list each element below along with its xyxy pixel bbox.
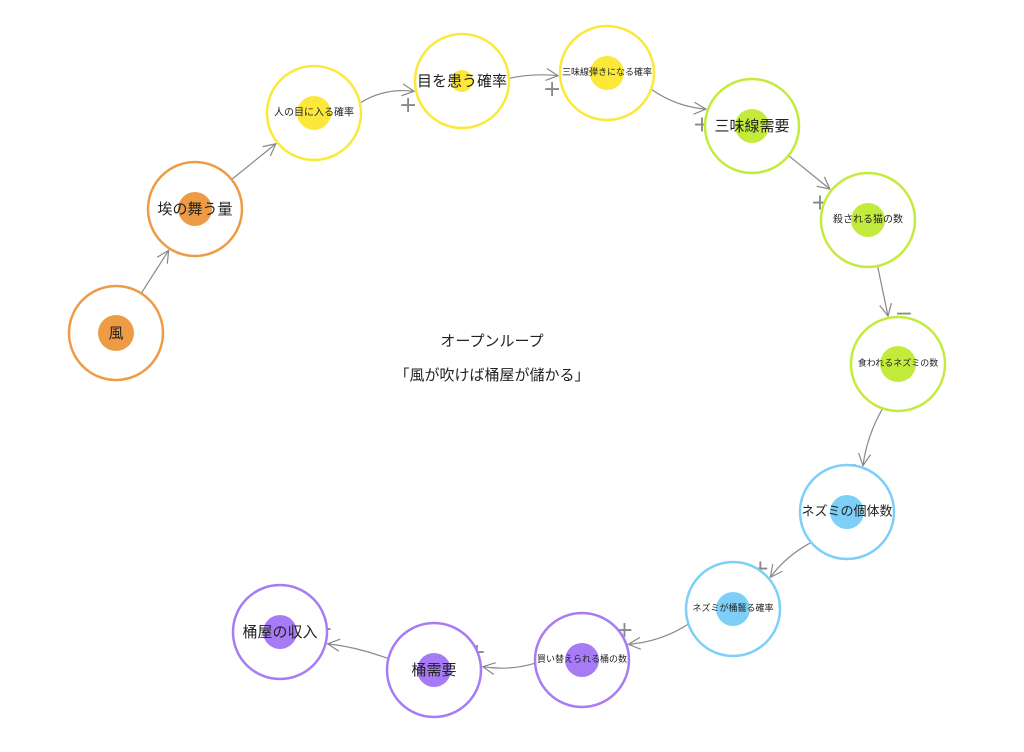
- node-core-dot: [178, 192, 212, 226]
- node-core-dot: [297, 96, 331, 130]
- node-cooper-income[interactable]: 桶屋の収入: [231, 583, 329, 681]
- node-label: ネズミが桶齧る確率: [692, 602, 773, 614]
- link-dust-to-eye-enter: [231, 144, 276, 180]
- node-core-dot: [98, 315, 134, 351]
- node-eye-enter[interactable]: 人の目に入る確率: [265, 64, 363, 162]
- node-rats-eaten[interactable]: 食われるネズミの数: [849, 315, 947, 413]
- node-dust[interactable]: 埃の舞う量: [146, 160, 244, 258]
- node-rat-population[interactable]: ネズミの個体数: [798, 463, 896, 561]
- node-core-dot: [716, 592, 750, 626]
- link-eye-enter-to-eye-disease: [359, 91, 414, 104]
- node-label: 人の目に入る確率: [274, 106, 354, 119]
- node-core-dot: [565, 643, 599, 677]
- link-tub-demand-to-cooper-income: [328, 644, 389, 660]
- node-core-dot: [451, 70, 473, 92]
- diagram-title: オープンループ: [440, 332, 544, 350]
- node-core-dot: [830, 495, 864, 529]
- link-wind-to-dust: [140, 250, 168, 294]
- diagram-subtitle: 「風が吹けば桶屋が儲かる」: [394, 366, 590, 384]
- node-tubs-replaced[interactable]: 買い替えられる桶の数: [533, 611, 631, 709]
- node-label: 風: [108, 324, 123, 342]
- node-shamisen-demand[interactable]: 三味線需要: [703, 77, 801, 175]
- link-eye-disease-to-shamisen-player: [508, 75, 558, 79]
- node-eye-disease[interactable]: 目を患う確率: [413, 32, 511, 130]
- node-core-dot: [880, 346, 916, 382]
- node-core-dot: [851, 203, 885, 237]
- node-cats-killed[interactable]: 殺される猫の数: [819, 171, 917, 269]
- node-label: 三味線需要: [714, 117, 789, 135]
- node-core-dot: [590, 56, 624, 90]
- node-label: 殺される猫の数: [833, 213, 903, 226]
- node-label: 埃の舞う量: [157, 200, 232, 218]
- node-label: 買い替えられる桶の数: [537, 653, 627, 665]
- node-label: 三味線弾きになる確率: [562, 66, 652, 78]
- node-shamisen-player[interactable]: 三味線弾きになる確率: [558, 24, 656, 122]
- node-core-dot: [263, 615, 297, 649]
- link-cats-killed-to-rats-eaten: [876, 265, 888, 316]
- link-shamisen-player-to-shamisen-demand: [650, 88, 706, 109]
- link-rats-eaten-to-rat-population: [863, 408, 884, 465]
- node-label: ネズミの個体数: [801, 504, 892, 520]
- node-label: 桶屋の収入: [242, 623, 317, 641]
- node-label: 桶需要: [411, 661, 456, 679]
- link-polarity-sign: +: [399, 93, 417, 118]
- link-tubs-replaced-to-tub-demand: [483, 663, 536, 668]
- link-rat-population-to-rats-gnaw: [770, 541, 812, 577]
- node-core-dot: [735, 109, 769, 143]
- nodes-layer: 風 埃の舞う量 人の目に入る確率 目を患う確率 三味線弾きになる確率三味線需要殺される猫…: [67, 24, 947, 719]
- node-label: 目を患う確率: [417, 72, 507, 90]
- node-wind[interactable]: 風: [67, 284, 165, 382]
- node-core-dot: [417, 653, 451, 687]
- link-shamisen-demand-to-cats-killed: [788, 155, 830, 190]
- node-label: 食われるネズミの数: [858, 357, 939, 369]
- node-tub-demand[interactable]: 桶需要: [385, 621, 483, 719]
- link-polarity-sign: +: [543, 77, 561, 102]
- link-rats-gnaw-to-tubs-replaced: [628, 623, 689, 644]
- node-rats-gnaw[interactable]: ネズミが桶齧る確率: [684, 560, 782, 658]
